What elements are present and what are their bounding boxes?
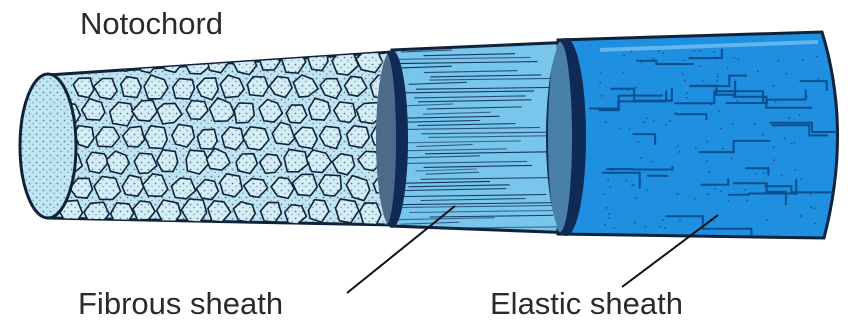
elastic-sheath-segment — [546, 32, 850, 238]
notochord-cell — [83, 53, 105, 72]
elastic-sheath-body — [558, 32, 838, 238]
notochord-cell — [60, 51, 81, 71]
notochord-label: Notochord — [80, 8, 223, 39]
notochord-segment — [20, 40, 400, 240]
fibrous-sheath-segment — [376, 42, 575, 233]
notochord-stipple — [40, 40, 400, 240]
elastic-sheath-label: Elastic sheath — [490, 288, 683, 319]
fibrous-sheath-label: Fibrous sheath — [78, 288, 283, 319]
